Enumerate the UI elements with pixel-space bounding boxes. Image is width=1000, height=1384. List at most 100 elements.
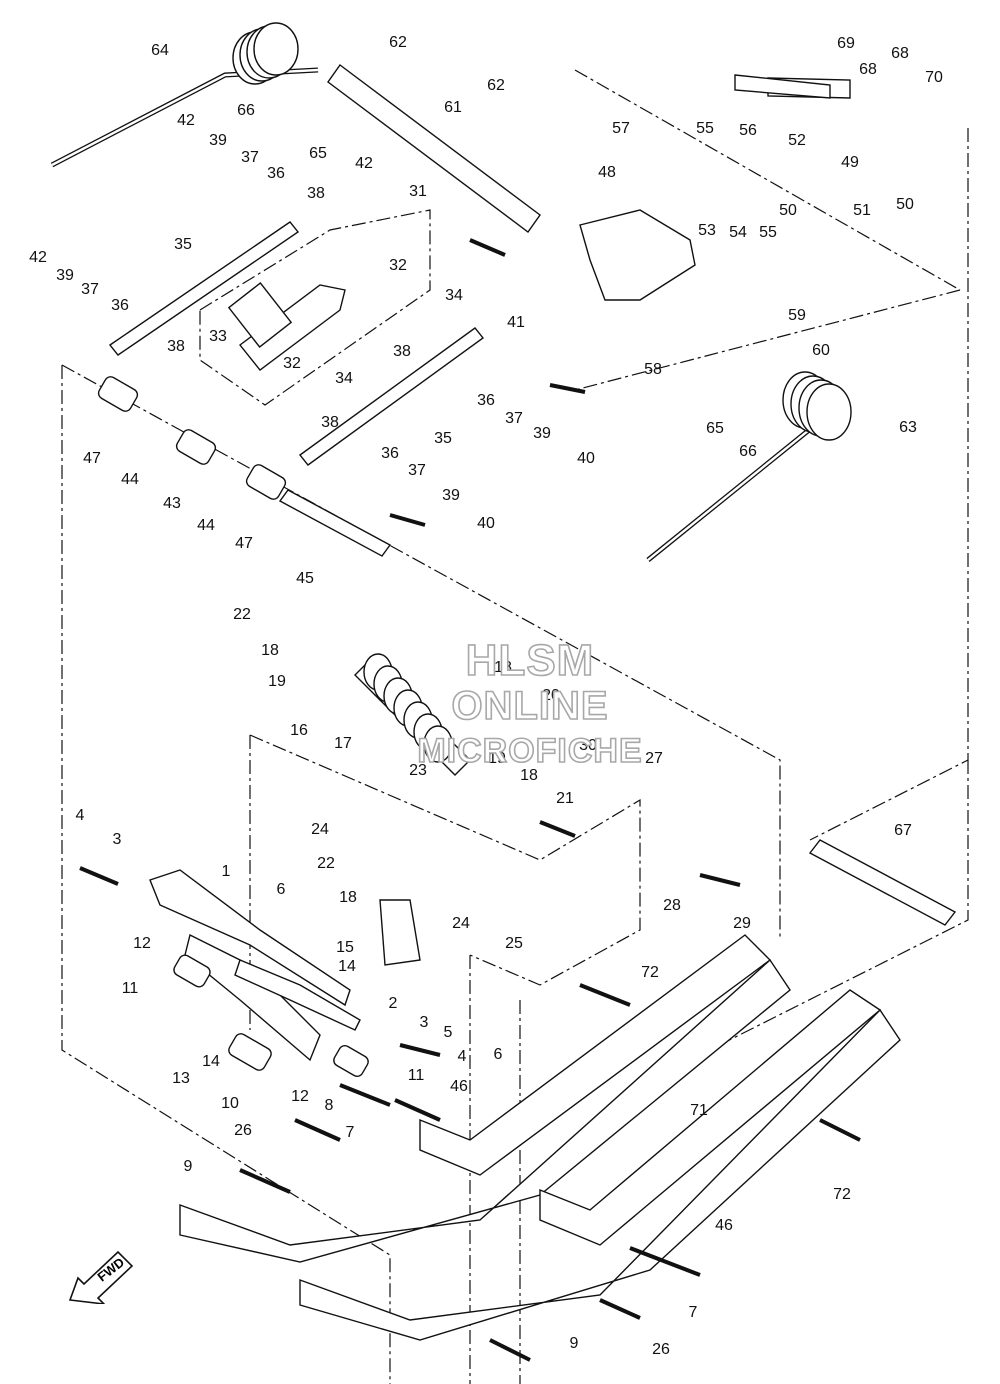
part-label-43: 43 xyxy=(163,495,181,512)
part-label-37: 37 xyxy=(81,281,99,298)
part-label-45: 45 xyxy=(296,570,314,587)
part-label-33: 33 xyxy=(209,328,227,345)
part-label-58: 58 xyxy=(644,361,662,378)
part-label-7: 7 xyxy=(346,1124,355,1141)
part-label-12: 12 xyxy=(291,1088,309,1105)
part-label-10: 10 xyxy=(221,1095,239,1112)
part-label-22: 22 xyxy=(317,855,335,872)
part-label-46: 46 xyxy=(450,1078,468,1095)
part-label-71: 71 xyxy=(690,1102,708,1119)
part-label-23: 23 xyxy=(409,762,427,779)
part-label-57: 57 xyxy=(612,120,630,137)
part-label-22: 22 xyxy=(233,606,251,623)
part-label-38: 38 xyxy=(167,338,185,355)
part-label-11: 11 xyxy=(408,1067,425,1084)
part-label-28: 28 xyxy=(663,897,681,914)
part-label-24: 24 xyxy=(311,821,329,838)
part-label-37: 37 xyxy=(505,410,523,427)
part-label-68: 68 xyxy=(859,61,877,78)
part-label-4: 4 xyxy=(76,807,85,824)
part-label-52: 52 xyxy=(788,132,806,149)
part-label-15: 15 xyxy=(336,939,354,956)
part-label-63: 63 xyxy=(899,419,917,436)
part-label-14: 14 xyxy=(202,1053,220,1070)
part-label-36: 36 xyxy=(111,297,129,314)
part-label-40: 40 xyxy=(477,515,495,532)
part-label-11: 11 xyxy=(122,980,139,997)
part-label-62: 62 xyxy=(487,77,505,94)
part-label-54: 54 xyxy=(729,224,747,241)
part-label-20: 20 xyxy=(542,687,560,704)
part-label-41: 41 xyxy=(507,314,525,331)
part-label-56: 56 xyxy=(739,122,757,139)
part-label-38: 38 xyxy=(393,343,411,360)
part-label-39: 39 xyxy=(442,487,460,504)
part-label-14: 14 xyxy=(338,958,356,975)
part-label-50: 50 xyxy=(779,202,797,219)
part-label-39: 39 xyxy=(56,267,74,284)
part-label-6: 6 xyxy=(277,881,286,898)
forward-direction-arrow-icon xyxy=(68,1250,134,1304)
part-label-42: 42 xyxy=(355,155,373,172)
part-label-16: 16 xyxy=(290,722,308,739)
part-label-47: 47 xyxy=(235,535,253,552)
bolts xyxy=(79,238,861,1362)
part-label-60: 60 xyxy=(812,342,830,359)
part-label-32: 32 xyxy=(389,257,407,274)
part-label-8: 8 xyxy=(325,1097,334,1114)
part-label-6: 6 xyxy=(494,1046,503,1063)
part-label-66: 66 xyxy=(237,102,255,119)
part-label-37: 37 xyxy=(241,149,259,166)
part-label-39: 39 xyxy=(533,425,551,442)
part-label-35: 35 xyxy=(434,430,452,447)
part-label-1: 1 xyxy=(222,863,231,880)
part-label-53: 53 xyxy=(698,222,716,239)
part-label-3: 3 xyxy=(113,831,122,848)
part-label-44: 44 xyxy=(121,471,139,488)
part-label-64: 64 xyxy=(151,42,169,59)
part-label-18: 18 xyxy=(494,659,512,676)
part-label-18: 18 xyxy=(339,889,357,906)
part-label-18: 18 xyxy=(261,642,279,659)
part-label-3: 3 xyxy=(420,1014,429,1031)
part-label-35: 35 xyxy=(174,236,192,253)
part-label-65: 65 xyxy=(706,420,724,437)
part-label-12: 12 xyxy=(133,935,151,952)
part-label-13: 13 xyxy=(172,1070,190,1087)
part-label-34: 34 xyxy=(335,370,353,387)
part-label-29: 29 xyxy=(733,915,751,932)
part-label-46: 46 xyxy=(715,1217,733,1234)
part-label-68: 68 xyxy=(891,45,909,62)
part-label-19: 19 xyxy=(488,750,506,767)
part-label-40: 40 xyxy=(577,450,595,467)
part-label-7: 7 xyxy=(689,1304,698,1321)
part-label-72: 72 xyxy=(641,964,659,981)
part-label-34: 34 xyxy=(445,287,463,304)
part-label-19: 19 xyxy=(268,673,286,690)
part-label-48: 48 xyxy=(598,164,616,181)
part-label-26: 26 xyxy=(234,1122,252,1139)
part-label-38: 38 xyxy=(321,414,339,431)
part-label-51: 51 xyxy=(853,202,871,219)
part-label-42: 42 xyxy=(177,112,195,129)
part-label-25: 25 xyxy=(505,935,523,952)
spring-64 xyxy=(232,22,299,85)
part-label-42: 42 xyxy=(29,249,47,266)
part-label-66: 66 xyxy=(739,443,757,460)
part-label-5: 5 xyxy=(444,1024,453,1041)
part-label-27: 27 xyxy=(645,750,663,767)
part-label-59: 59 xyxy=(788,307,806,324)
part-label-38: 38 xyxy=(307,185,325,202)
part-label-21: 21 xyxy=(556,790,574,807)
part-label-24: 24 xyxy=(452,915,470,932)
part-label-31: 31 xyxy=(409,183,427,200)
part-label-72: 72 xyxy=(833,1186,851,1203)
part-label-36: 36 xyxy=(381,445,399,462)
part-label-2: 2 xyxy=(389,995,398,1012)
part-label-69: 69 xyxy=(837,35,855,52)
part-label-44: 44 xyxy=(197,517,215,534)
part-label-39: 39 xyxy=(209,132,227,149)
part-label-55: 55 xyxy=(759,224,777,241)
